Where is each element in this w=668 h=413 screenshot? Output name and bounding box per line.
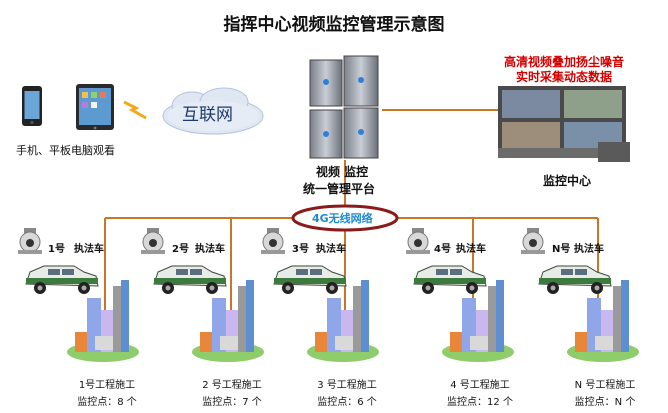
ptz-camera-icon xyxy=(141,228,165,254)
enforcement-vehicle-icon xyxy=(413,265,487,294)
platform-label-line2: 统一管理平台 xyxy=(303,182,376,196)
server-stack-icon xyxy=(309,55,379,159)
ptz-camera-icon xyxy=(406,228,430,254)
site-name: 1号工程施工 xyxy=(78,380,136,391)
site-name: 3 号工程施工 xyxy=(317,380,377,391)
site-name: N 号工程施工 xyxy=(574,380,636,391)
enforcement-vehicle-icon xyxy=(273,265,347,294)
promo-text-line2: 实时采集动态数据 xyxy=(515,70,612,84)
enforcement-vehicle-icon xyxy=(25,265,99,294)
mobile-devices-icon xyxy=(22,84,114,130)
internet-label: 互联网 xyxy=(182,105,233,125)
monitor-wall-icon xyxy=(498,86,630,162)
construction-site-icon xyxy=(307,280,379,362)
enforcement-vehicle-icon xyxy=(538,265,612,294)
construction-site-icon xyxy=(67,280,139,362)
monitor-center-label: 监控中心 xyxy=(543,174,592,188)
internet-cloud-icon xyxy=(162,87,264,135)
page-title: 指挥中心视频监控管理示意图 xyxy=(223,15,445,35)
vehicle-label: 执法车 xyxy=(574,244,604,255)
unit-number: 1号 xyxy=(48,244,65,255)
unit-number: 2号 xyxy=(172,244,189,255)
platform-label-line1: 视频 监控 xyxy=(316,165,369,179)
devices-caption: 手机、平板电脑观看 xyxy=(16,144,115,157)
construction-site-icon xyxy=(192,280,264,362)
monitoring-points-count: 监控点：8 个 xyxy=(77,397,137,408)
promo-text-line1: 高清视频叠加扬尘噪音 xyxy=(503,55,624,69)
construction-site-icon xyxy=(567,280,639,362)
unit-number: N号 xyxy=(552,244,571,255)
vehicle-label: 执法车 xyxy=(74,244,104,255)
network-ellipse xyxy=(291,204,399,232)
network-label: 4G无线网络 xyxy=(312,212,373,225)
monitoring-points-count: 监控点：6 个 xyxy=(317,397,377,408)
construction-site-icon xyxy=(442,280,514,362)
site-name: 2 号工程施工 xyxy=(202,380,262,391)
vehicle-label: 执法车 xyxy=(456,244,486,255)
monitoring-points-count: 监控点：7 个 xyxy=(202,397,262,408)
site-name: 4 号工程施工 xyxy=(450,380,510,391)
monitoring-points-count: 监控点：12 个 xyxy=(447,397,513,408)
ptz-camera-icon xyxy=(521,228,545,254)
unit-number: 4号 xyxy=(434,244,451,255)
ptz-camera-icon xyxy=(18,228,42,254)
enforcement-vehicle-icon xyxy=(153,265,227,294)
unit-number: 3号 xyxy=(292,244,309,255)
vehicle-label: 执法车 xyxy=(316,244,346,255)
vehicle-label: 执法车 xyxy=(195,244,225,255)
ptz-camera-icon xyxy=(261,228,285,254)
wireless-signal-icon xyxy=(123,100,147,120)
monitoring-points-count: 监控点：N 个 xyxy=(574,397,636,408)
